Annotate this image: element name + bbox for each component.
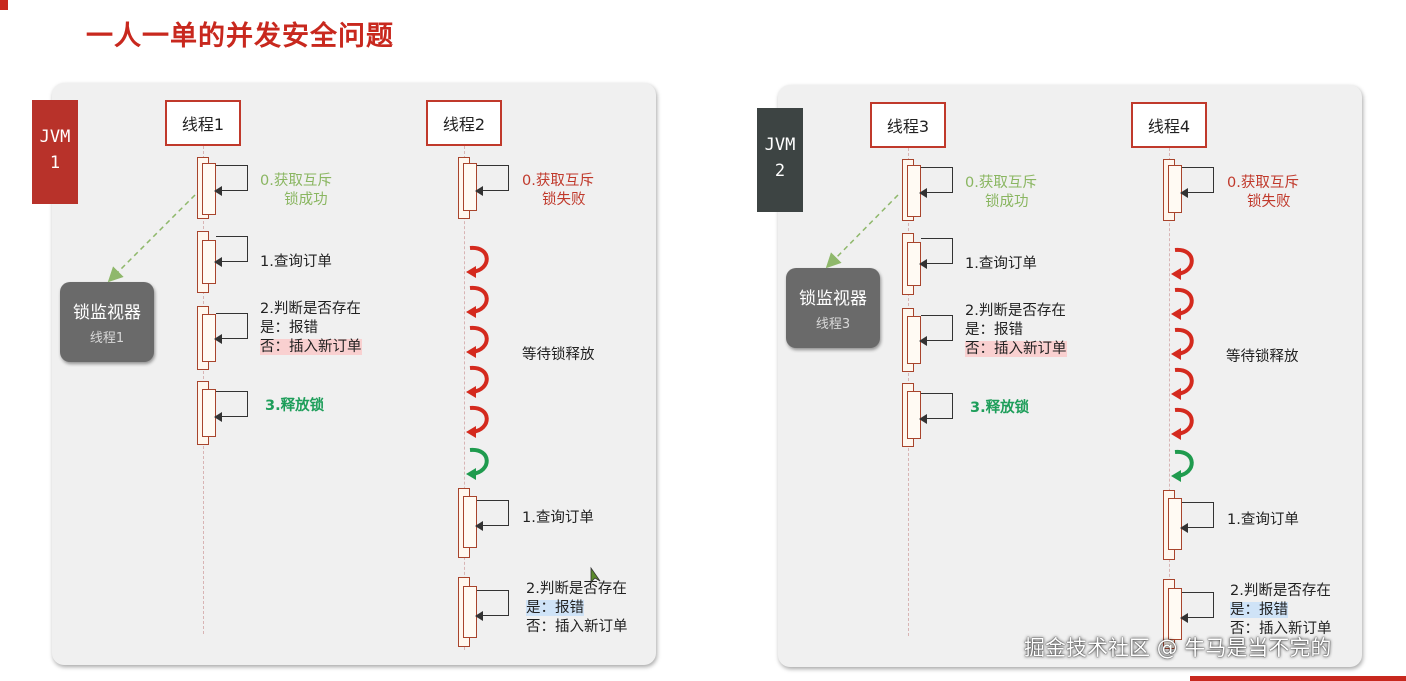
self-call-arrow	[214, 391, 248, 422]
wait-arrow-icon	[466, 405, 489, 438]
thread-box-4: 线程4	[1131, 102, 1207, 148]
bottom-accent-bar	[1190, 676, 1406, 681]
lock-monitor-2: 锁监视器 线程3	[786, 268, 880, 348]
monitor-owner: 线程1	[89, 331, 125, 346]
self-call-arrow	[214, 236, 248, 267]
proceed-arrow-icon	[1171, 449, 1194, 482]
wait-arrow-icon	[466, 285, 489, 318]
self-call-arrow	[919, 167, 953, 198]
self-call-arrow	[214, 165, 248, 196]
self-call-arrow	[214, 313, 248, 344]
monitor-title: 锁监视器	[799, 289, 867, 309]
wait-arrow-icon	[1171, 247, 1194, 280]
wait-arrow-icon	[1171, 367, 1194, 400]
lock-step-label: 0.获取互斥 锁成功	[260, 173, 332, 208]
wait-arrow-icon	[466, 245, 489, 278]
self-call-arrow	[475, 500, 509, 531]
self-call-arrow	[475, 590, 509, 621]
monitor-owner: 线程3	[815, 317, 851, 332]
lifeline-thread-2	[464, 146, 465, 650]
monitor-title: 锁监视器	[73, 303, 141, 323]
thread-box-2: 线程2	[426, 100, 502, 146]
wait-arrows	[466, 245, 489, 480]
query-step-label: 1.查询订单	[260, 254, 332, 270]
jvm-tag-number: 1	[49, 153, 61, 173]
self-call-arrow	[919, 315, 953, 346]
jvm-tag-1: JVM 1	[32, 100, 78, 204]
release-step-label: 3.释放锁	[970, 400, 1030, 416]
jvm-tag-label: JVM	[764, 135, 796, 155]
wait-arrow-icon	[1171, 327, 1194, 360]
wait-arrow-icon	[466, 325, 489, 358]
wait-arrow-icon	[1171, 287, 1194, 320]
self-call-arrow	[475, 165, 509, 196]
self-call-arrow	[1180, 592, 1214, 623]
self-call-arrow	[919, 393, 953, 424]
lifeline-thread-4	[1169, 148, 1170, 652]
page-title: 一人一单的并发安全问题	[86, 21, 394, 52]
corner-mark	[0, 0, 8, 10]
jvm-tag-2: JVM 2	[757, 108, 803, 212]
query-step-label: 1.查询订单	[965, 256, 1037, 272]
lock-step-label: 0.获取互斥 锁失败	[1227, 175, 1299, 210]
judge-step-label: 2.判断是否存在 是：报错 否：插入新订单	[1230, 583, 1332, 637]
lock-step-label: 0.获取互斥 锁成功	[965, 175, 1037, 210]
wait-arrow-icon	[466, 365, 489, 398]
thread-box-1: 线程1	[165, 100, 241, 146]
wait-arrow-icon	[1171, 407, 1194, 440]
query-step-label: 1.查询订单	[522, 510, 594, 526]
self-call-arrow	[919, 238, 953, 269]
judge-step-label: 2.判断是否存在 是：报错 否：插入新订单	[965, 303, 1067, 357]
judge-step-label: 2.判断是否存在 是：报错 否：插入新订单	[526, 581, 628, 635]
wait-arrows	[1171, 247, 1194, 482]
panel-jvm-2	[778, 85, 1362, 667]
wait-label: 等待锁释放	[522, 347, 595, 363]
thread-box-3: 线程3	[870, 102, 946, 148]
proceed-arrow-icon	[466, 447, 489, 480]
jvm-tag-number: 2	[774, 161, 786, 181]
lock-monitor-1: 锁监视器 线程1	[60, 282, 154, 362]
jvm-tag-label: JVM	[39, 127, 71, 147]
wait-label: 等待锁释放	[1226, 349, 1299, 365]
lock-step-label: 0.获取互斥 锁失败	[522, 173, 594, 208]
judge-step-label: 2.判断是否存在 是：报错 否：插入新订单	[260, 301, 362, 355]
watermark: 掘金技术社区 @ 牛马是当不完的	[1024, 636, 1332, 660]
query-step-label: 1.查询订单	[1227, 512, 1299, 528]
self-call-arrow	[1180, 502, 1214, 533]
self-call-arrow	[1180, 167, 1214, 198]
panel-jvm-1	[52, 83, 656, 665]
release-step-label: 3.释放锁	[265, 398, 325, 414]
